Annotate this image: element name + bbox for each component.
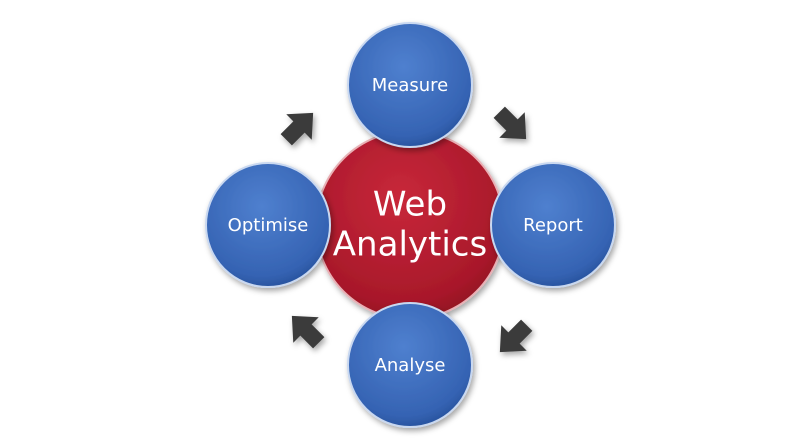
center-circle: Web Analytics: [315, 130, 505, 320]
node-optimise: Optimise: [205, 162, 331, 288]
node-report: Report: [490, 162, 616, 288]
arrow-down-left-icon: [487, 312, 540, 365]
arrow-down-right-icon: [486, 99, 539, 152]
node-optimise-label: Optimise: [228, 215, 309, 236]
node-measure-label: Measure: [372, 75, 449, 96]
center-label-line1: Web: [373, 185, 447, 225]
center-label-line2: Analytics: [333, 225, 487, 265]
node-report-label: Report: [523, 215, 583, 236]
arrow-up-right-icon: [273, 100, 326, 153]
node-measure: Measure: [347, 22, 473, 148]
arrow-up-left-icon: [279, 303, 332, 356]
node-analyse: Analyse: [347, 302, 473, 428]
node-analyse-label: Analyse: [375, 355, 446, 376]
